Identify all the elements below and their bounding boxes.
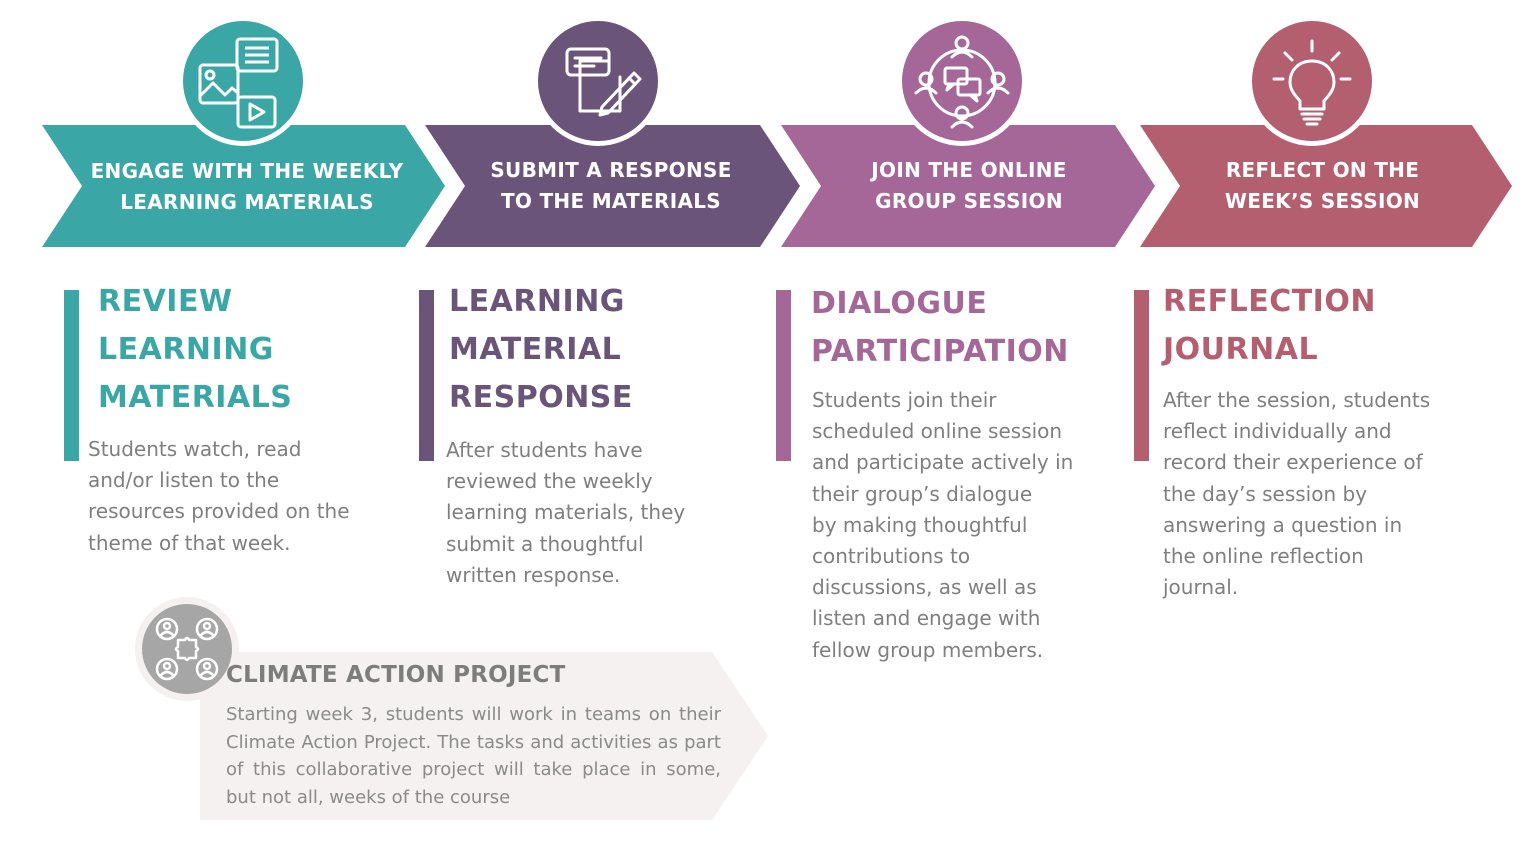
team-puzzle-icon	[155, 617, 219, 681]
media-documents-icon	[198, 37, 279, 129]
step-4-circle	[1252, 21, 1372, 141]
lightbulb-icon	[1272, 39, 1352, 126]
step-4-accent-bar	[1134, 290, 1149, 461]
step-4-description: After the session, students reflect indi…	[1163, 388, 1431, 600]
step-2-accent-bar	[419, 290, 434, 461]
step-4-arrow	[1140, 125, 1512, 247]
step-3-circle	[902, 21, 1022, 141]
step-1-accent-bar	[64, 290, 79, 461]
step-3-description: Students join their scheduled online ses…	[812, 388, 1074, 662]
step-2-description: After students have reviewed the weekly …	[446, 438, 686, 587]
step-3-arrow	[781, 125, 1155, 247]
project-icon-circle	[142, 604, 232, 694]
step-2-circle	[538, 21, 658, 141]
group-dialogue-icon	[914, 35, 1010, 129]
step-3-accent-bar	[776, 290, 791, 461]
project-title: CLIMATE ACTION PROJECT	[226, 662, 566, 688]
step-1-heading: REVIEW LEARNING MATERIALS	[98, 284, 293, 415]
step-3-heading: DIALOGUE PARTICIPATION	[811, 286, 1069, 369]
step-3-arrow-label: JOIN THE ONLINE GROUP SESSION	[871, 158, 1067, 213]
write-response-icon	[565, 47, 642, 117]
project-description: Starting week 3, students will work in t…	[226, 704, 721, 808]
step-1-arrow-label: ENGAGE WITH THE WEEKLY LEARNING MATERIAL…	[90, 159, 404, 214]
step-1-arrow	[42, 125, 445, 247]
step-2-heading: LEARNING MATERIAL RESPONSE	[449, 284, 633, 415]
step-2-arrow	[425, 125, 800, 247]
step-2-arrow-label: SUBMIT A RESPONSE TO THE MATERIALS	[490, 158, 732, 213]
step-4-arrow-label: REFLECT ON THE WEEK’S SESSION	[1224, 158, 1421, 213]
step-4-heading: REFLECTION JOURNAL	[1163, 284, 1376, 367]
step-1-description: Students watch, read and/or listen to th…	[88, 437, 350, 555]
step-1-circle	[183, 21, 303, 141]
